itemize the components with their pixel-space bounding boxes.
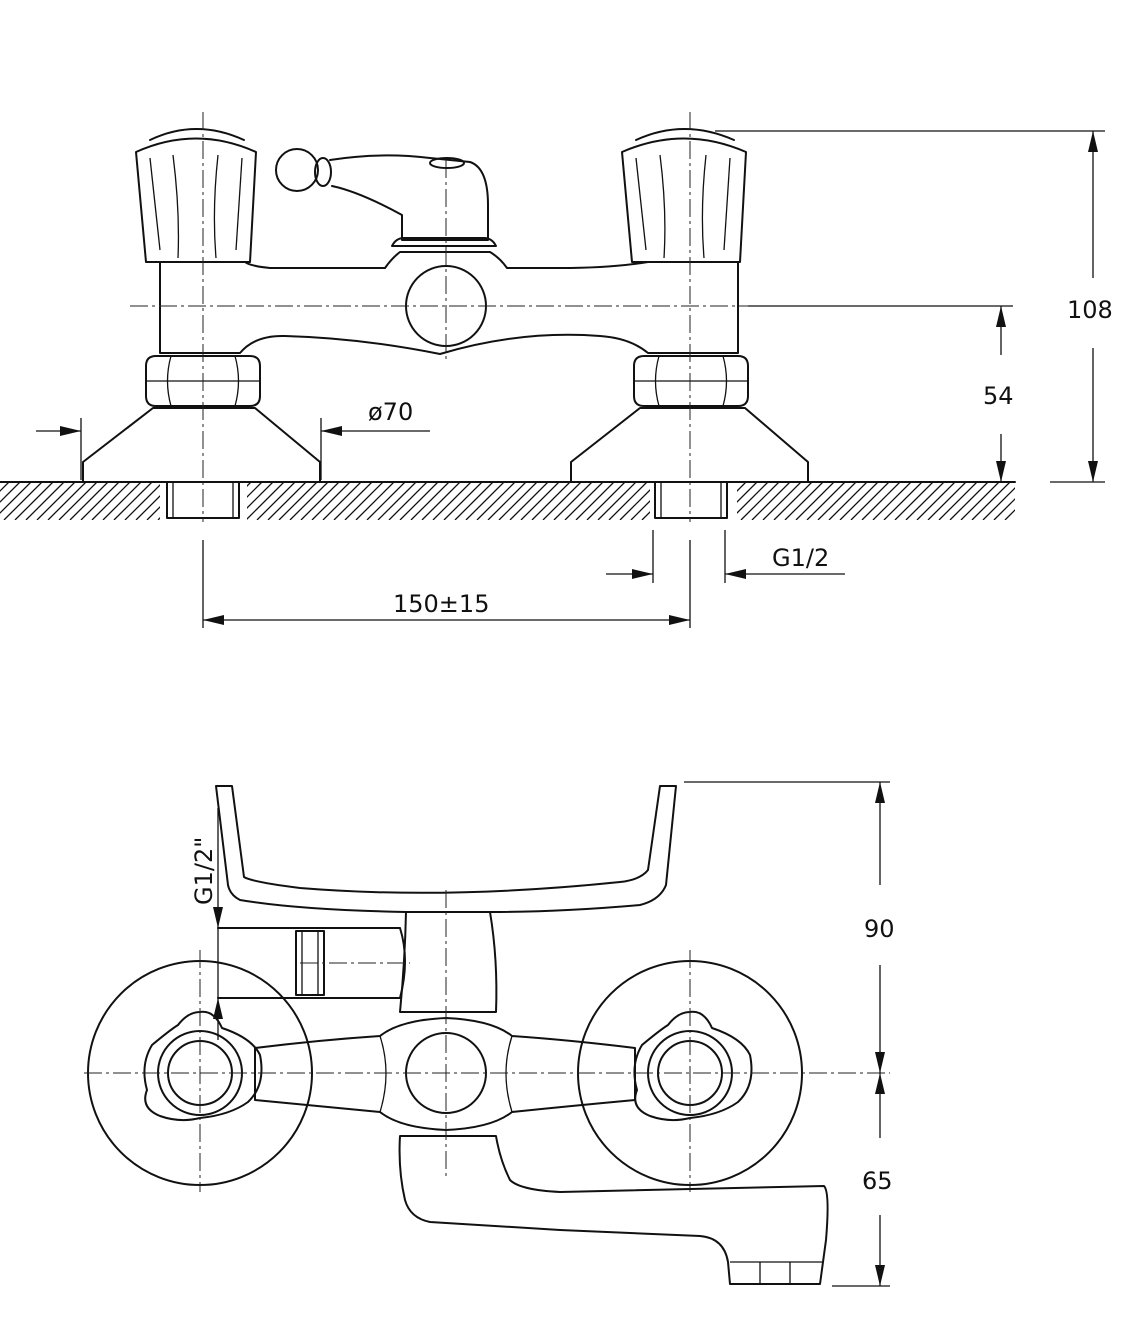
thread-label-top: G1/2"	[190, 837, 218, 905]
escutcheon-left	[82, 407, 321, 483]
front-view: ø70 108 54 G1/2	[0, 112, 1113, 628]
handle-left	[135, 128, 257, 263]
diverter-stem	[399, 911, 498, 1013]
dimension-spacing: 150±15	[202, 540, 691, 628]
dimension-depth: 90	[684, 781, 895, 1073]
depth-label: 90	[864, 915, 895, 943]
dimension-center-height: 54	[748, 305, 1014, 482]
dimension-spout: 65	[832, 1073, 893, 1287]
diameter-label: ø70	[368, 398, 413, 426]
pipe-gap-right	[650, 483, 737, 523]
dimension-diameter: ø70	[36, 398, 430, 480]
valve-head-left	[143, 1010, 263, 1122]
valve-head-right	[633, 1010, 753, 1122]
top-view: G1/2" 90 65	[84, 781, 895, 1287]
dimension-thread: G1/2	[606, 530, 845, 583]
height-label: 108	[1067, 296, 1113, 324]
spacing-label: 150±15	[393, 590, 489, 618]
lever-bar	[215, 785, 677, 913]
spout	[398, 1135, 829, 1285]
thread-label: G1/2	[772, 544, 829, 572]
escutcheon-right	[570, 407, 809, 483]
spout-label: 65	[862, 1167, 893, 1195]
dimension-height: 108	[715, 130, 1113, 483]
shower-outlet	[217, 927, 406, 999]
handle-right	[621, 128, 747, 263]
dimension-thread-top: G1/2"	[190, 808, 223, 1040]
center-height-label: 54	[983, 382, 1014, 410]
diverter-lever	[275, 148, 497, 247]
hex-nut-right	[633, 355, 749, 407]
mixer-body	[159, 251, 739, 355]
